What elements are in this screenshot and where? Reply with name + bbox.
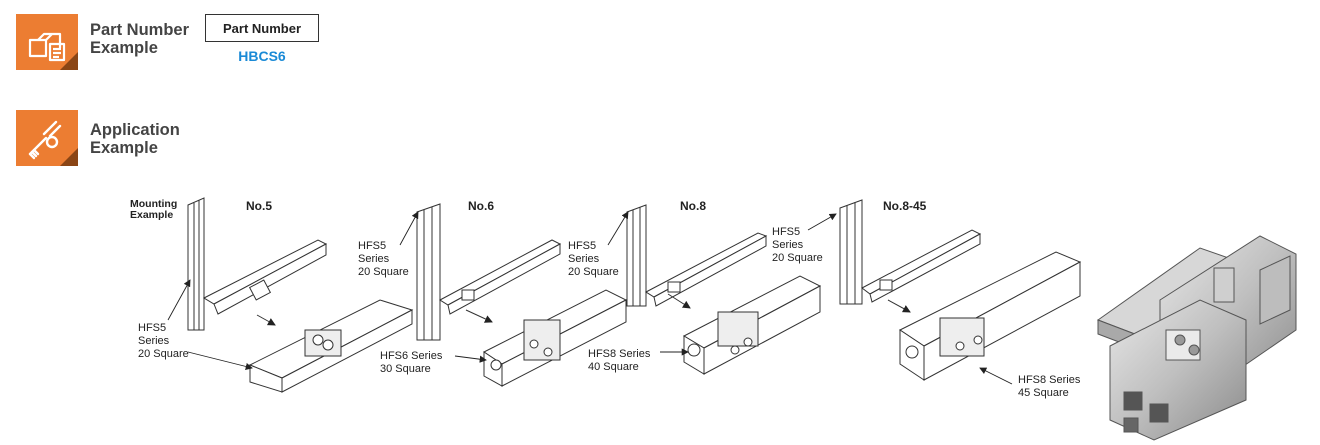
no6-top-series-label: HFS5 Series 20 Square (358, 240, 409, 278)
diagram-no8 (626, 204, 822, 375)
document-box-icon (28, 32, 78, 70)
part-number-header: Part Number (205, 14, 319, 42)
part-number-badge (16, 14, 78, 70)
diagram-no5 (187, 197, 414, 393)
leader-no845-top (807, 213, 837, 231)
leader-no845-bottom (979, 367, 1013, 385)
leader-no8-top (607, 211, 629, 246)
diagram-no6 (416, 203, 628, 387)
application-title: Application Example (90, 121, 180, 157)
leader-no5-bottom (187, 351, 253, 370)
leader-no6-top (399, 211, 419, 246)
wrench-tool-icon (28, 120, 78, 166)
no6-bottom-series-label: HFS6 Series 30 Square (380, 350, 443, 375)
no5-series-label: HFS5 Series 20 Square (138, 322, 189, 360)
leader-no5-top (167, 279, 191, 321)
no8-top-series-label: HFS5 Series 20 Square (568, 240, 619, 278)
example-no8-title: No.8 (680, 199, 707, 213)
no8-bottom-series-label: HFS8 Series 40 Square (588, 348, 651, 373)
example-no5-title: No.5 (246, 199, 273, 213)
leader-no6-bottom (454, 355, 487, 363)
diagram-no8-45 (839, 199, 1082, 381)
application-badge (16, 110, 78, 166)
example-no6-title: No.6 (468, 199, 495, 213)
part-number-title: Part Number Example (90, 21, 190, 57)
mounting-example-label: Mounting Example (130, 198, 178, 221)
example-no845-title: No.8-45 (883, 199, 927, 213)
product-render (1096, 235, 1297, 441)
no845-bottom-series-label: HFS8 Series 45 Square (1018, 374, 1081, 399)
no845-top-series-label: HFS5 Series 20 Square (772, 226, 823, 264)
part-number-value[interactable]: HBCS6 (238, 48, 286, 64)
